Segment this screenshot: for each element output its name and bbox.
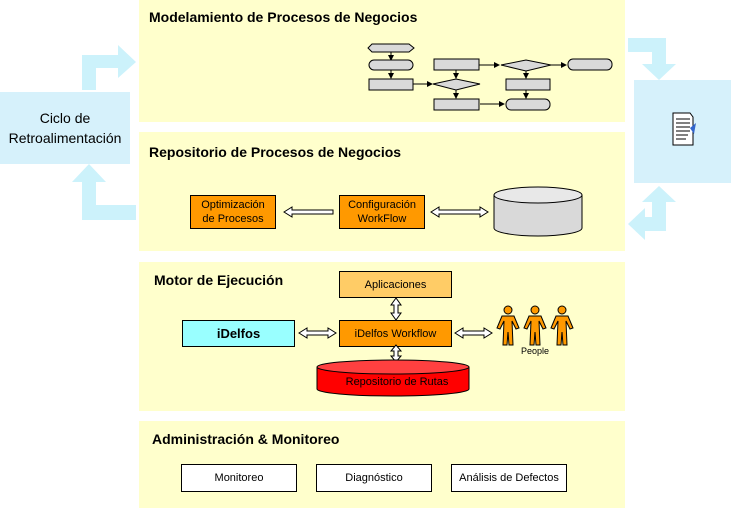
feedback-cycle-box	[0, 92, 130, 164]
monitoring-box: Monitoreo	[181, 464, 297, 492]
configuration-line2: WorkFlow	[357, 213, 407, 225]
bpm-title: Modelamiento de Procesos de Negocios	[149, 9, 418, 25]
feedback-label-line2: Retroalimentación	[8, 130, 122, 146]
idelfos-box: iDelfos	[182, 320, 295, 347]
document-icon	[672, 112, 696, 146]
applications-box: Aplicaciones	[339, 271, 452, 298]
configuration-line1: Configuración	[348, 199, 416, 211]
feedback-arrow-icon	[72, 38, 676, 240]
people-label: People	[521, 346, 549, 356]
database-icon	[493, 186, 583, 237]
optimization-line1: Optimización	[201, 199, 265, 211]
people-group	[496, 305, 574, 346]
routes-repository-cylinder	[316, 359, 470, 397]
person-icon	[550, 305, 574, 346]
diagnostic-box: Diagnóstico	[316, 464, 432, 492]
person-icon	[523, 305, 547, 346]
defect-analysis-box: Análisis de Defectos	[451, 464, 567, 492]
double-arrow-icon	[283, 206, 493, 363]
configuration-box: Configuración WorkFlow	[339, 195, 425, 229]
engine-title: Motor de Ejecución	[154, 272, 284, 288]
workflow-box: iDelfos Workflow	[339, 320, 452, 347]
feedback-cycle-label: Ciclo de Retroalimentación	[0, 92, 130, 164]
person-icon	[496, 305, 520, 346]
admin-title: Administración & Monitoreo	[152, 431, 340, 447]
flowchart-thumbnail	[367, 43, 613, 111]
optimization-box: Optimización de Procesos	[190, 195, 276, 229]
feedback-label-line1: Ciclo de	[39, 110, 91, 126]
optimization-line2: de Procesos	[202, 213, 264, 225]
routes-repository-label: Repositorio de Rutas	[346, 376, 449, 388]
repository-title: Repositorio de Procesos de Negocios	[149, 144, 402, 160]
